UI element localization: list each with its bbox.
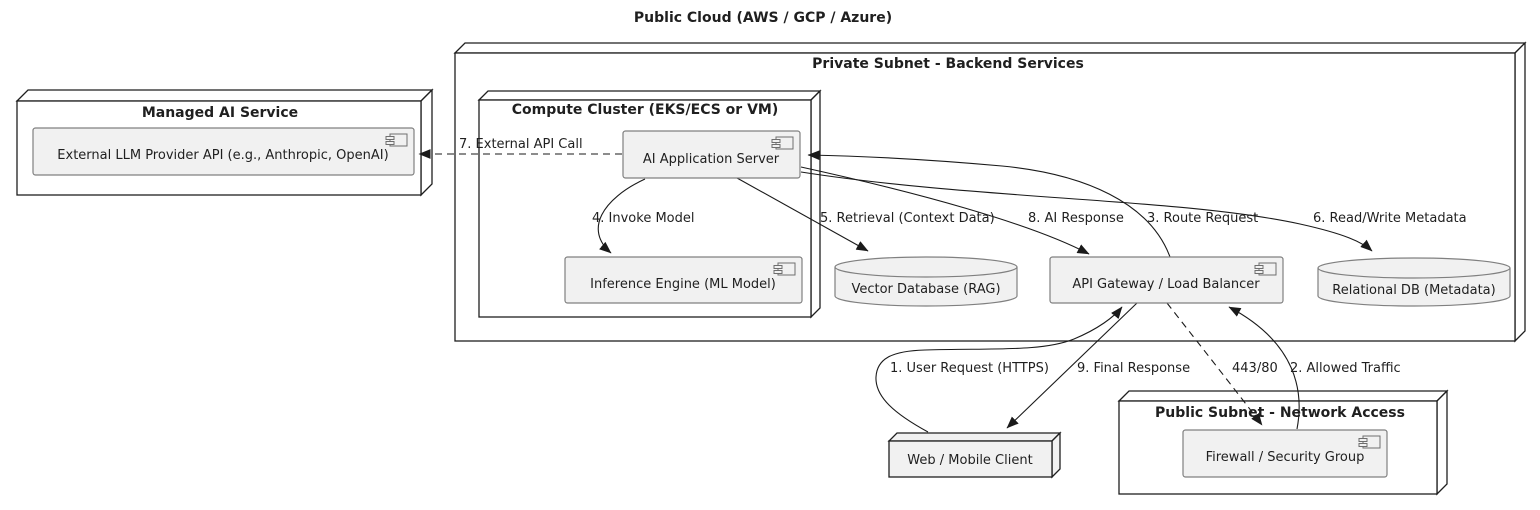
llm-provider-component: External LLM Provider API (e.g., Anthrop… bbox=[32, 127, 415, 176]
edge-allowed-traffic bbox=[1228, 306, 1300, 430]
edge-retrieval bbox=[736, 177, 869, 252]
edge-labels: 7. External API Call 4. Invoke Model 5. … bbox=[459, 137, 1467, 376]
private-subnet-title: Private Subnet - Backend Services bbox=[812, 56, 1084, 72]
edge-label-retrieval: 5. Retrieval (Context Data) bbox=[820, 211, 995, 226]
firewall-label: Firewall / Security Group bbox=[1206, 450, 1365, 465]
inference-engine-label: Inference Engine (ML Model) bbox=[590, 277, 776, 292]
edges bbox=[418, 149, 1373, 433]
edge-label-final-response: 9. Final Response bbox=[1077, 361, 1190, 376]
component-icon bbox=[771, 136, 794, 150]
ai-application-server-label: AI Application Server bbox=[643, 152, 780, 167]
api-gateway-component: API Gateway / Load Balancer bbox=[1049, 256, 1284, 304]
web-mobile-client-node: Web / Mobile Client bbox=[887, 431, 1062, 479]
edge-label-ai-response: 8. AI Response bbox=[1028, 211, 1124, 226]
edge-route-request bbox=[807, 150, 1171, 258]
edge-read-write-metadata bbox=[800, 171, 1373, 252]
llm-provider-label: External LLM Provider API (e.g., Anthrop… bbox=[57, 148, 388, 163]
component-icon bbox=[385, 133, 408, 147]
ai-application-server-component: AI Application Server bbox=[622, 130, 801, 179]
web-mobile-client-label: Web / Mobile Client bbox=[907, 453, 1032, 468]
component-icon bbox=[773, 262, 796, 276]
edge-label-read-write-metadata: 6. Read/Write Metadata bbox=[1313, 211, 1467, 226]
compute-cluster-title: Compute Cluster (EKS/ECS or VM) bbox=[512, 102, 779, 118]
vector-database-label: Vector Database (RAG) bbox=[851, 282, 1000, 297]
edge-label-allowed-traffic: 2. Allowed Traffic bbox=[1290, 361, 1401, 376]
vector-database-cylinder: Vector Database (RAG) bbox=[834, 256, 1018, 307]
api-gateway-label: API Gateway / Load Balancer bbox=[1072, 277, 1260, 292]
inference-engine-component: Inference Engine (ML Model) bbox=[564, 256, 803, 304]
edge-label-invoke-model: 4. Invoke Model bbox=[592, 211, 694, 226]
managed-ai-service-title: Managed AI Service bbox=[142, 105, 298, 121]
edge-user-request bbox=[875, 306, 1123, 433]
relational-db-cylinder: Relational DB (Metadata) bbox=[1317, 257, 1511, 307]
edge-invoke-model bbox=[597, 178, 646, 254]
relational-db-label: Relational DB (Metadata) bbox=[1332, 283, 1495, 298]
edge-ports bbox=[1166, 302, 1263, 426]
edge-ai-response bbox=[800, 166, 1090, 255]
diagram-title: Public Cloud (AWS / GCP / Azure) bbox=[634, 10, 892, 26]
edge-final-response bbox=[1006, 302, 1138, 429]
component-icon bbox=[1254, 262, 1277, 276]
edge-label-external-api-call: 7. External API Call bbox=[459, 137, 583, 152]
edge-label-user-request: 1. User Request (HTTPS) bbox=[890, 361, 1049, 376]
component-icon bbox=[1358, 435, 1381, 449]
public-subnet-title: Public Subnet - Network Access bbox=[1155, 405, 1405, 421]
firewall-component: Firewall / Security Group bbox=[1182, 429, 1388, 478]
edge-label-route-request: 3. Route Request bbox=[1147, 211, 1258, 226]
edge-label-ports: 443/80 bbox=[1232, 361, 1278, 376]
